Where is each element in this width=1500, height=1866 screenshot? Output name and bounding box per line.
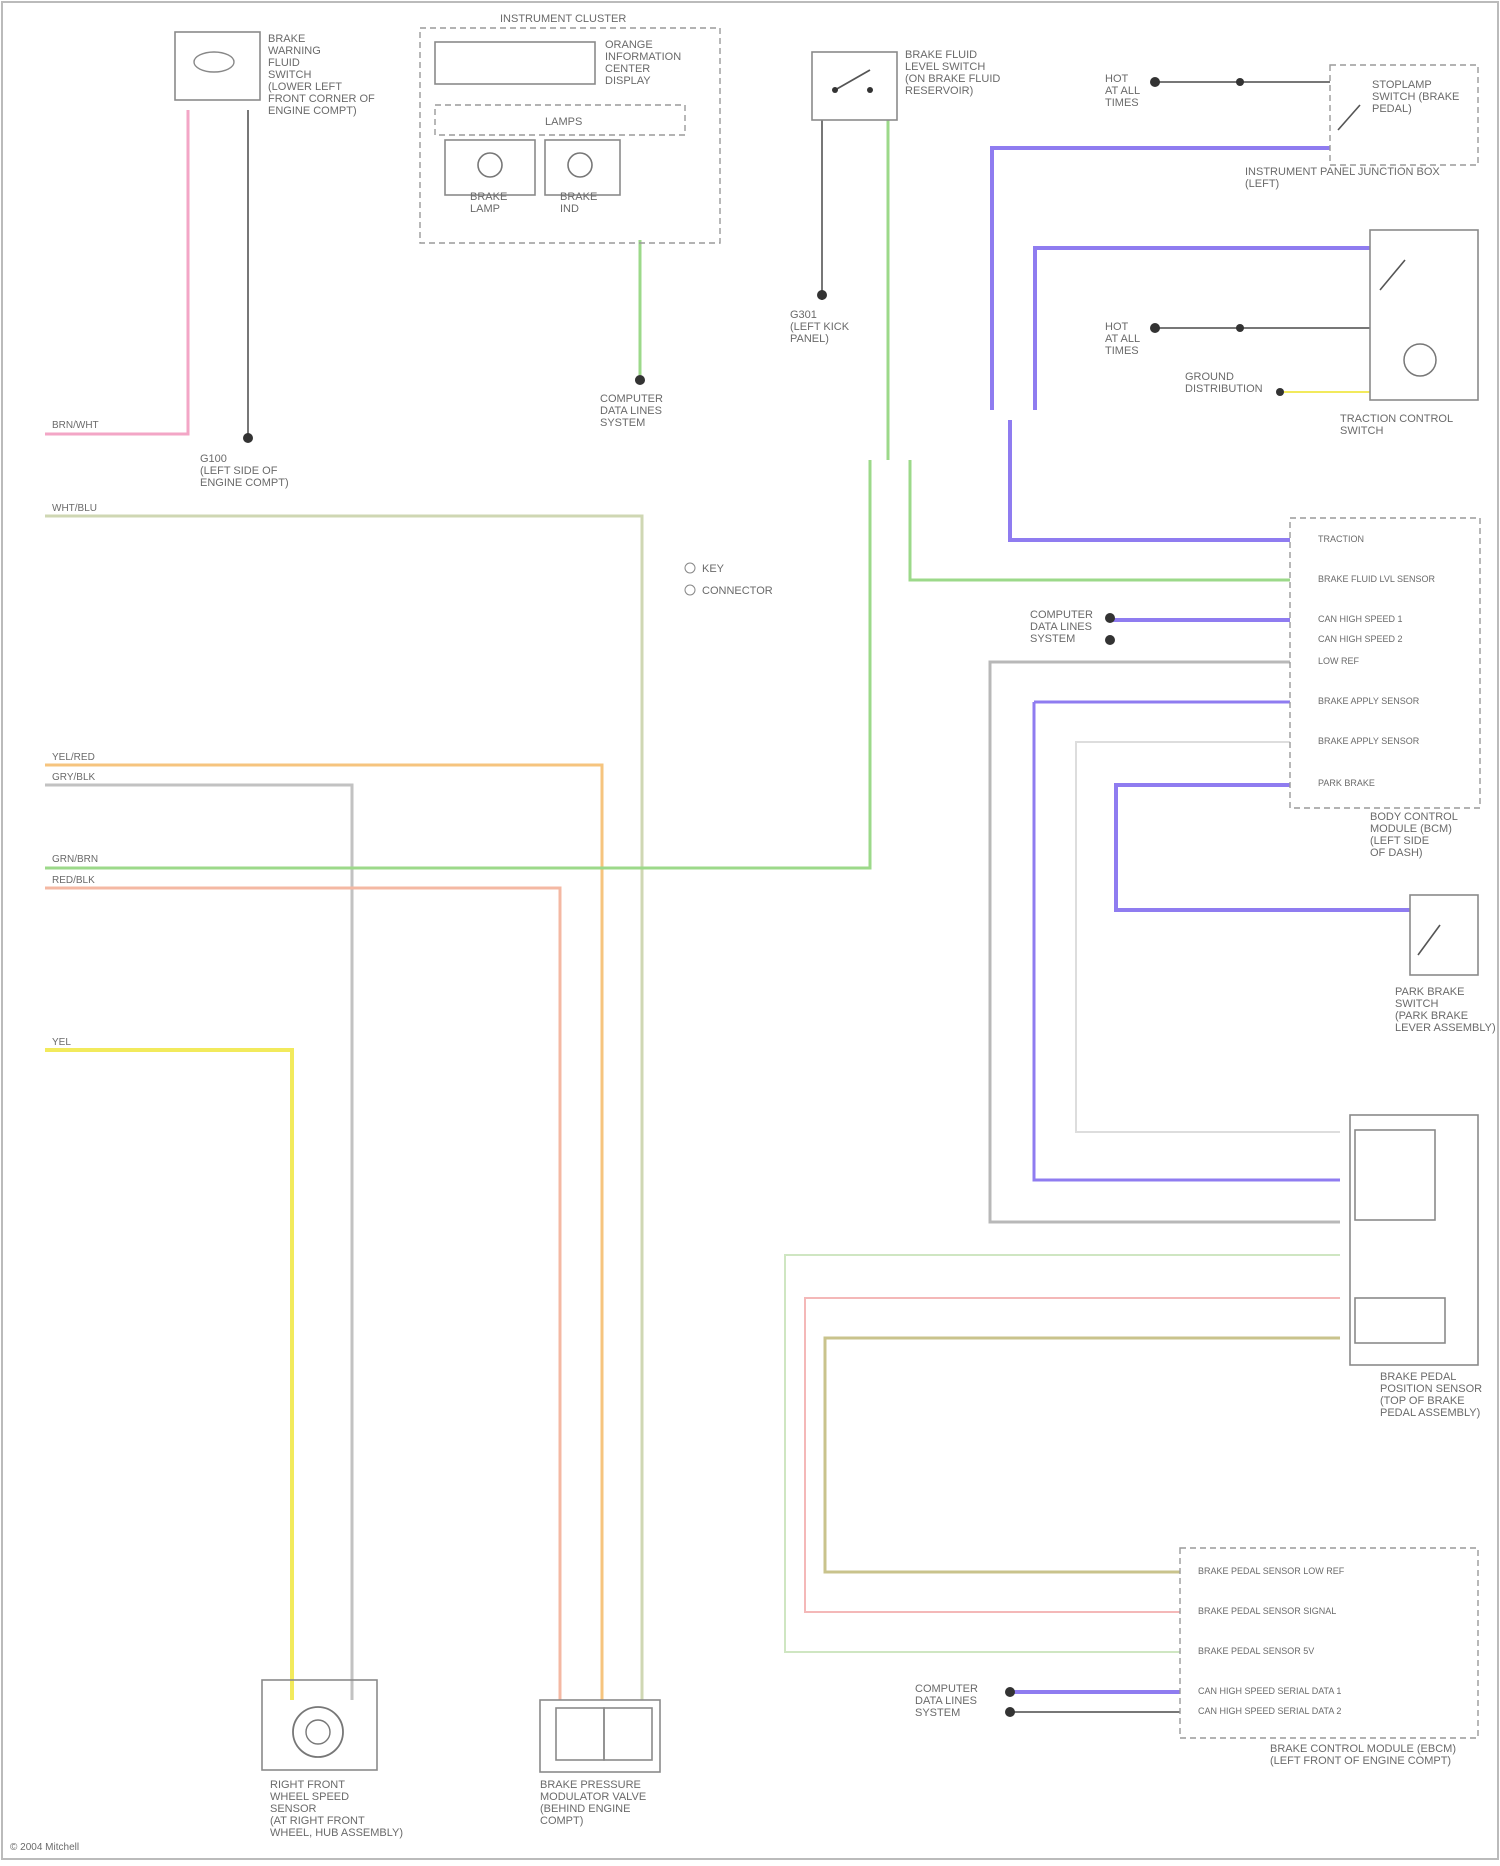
instrument-cluster-label: INSTRUMENT CLUSTER <box>500 13 626 25</box>
wire-yel <box>45 1050 292 1700</box>
ebcm-can-dot-2 <box>1005 1707 1015 1717</box>
ebcm-module: BRAKE PEDAL SENSOR LOW REF BRAKE PEDAL S… <box>1180 1548 1478 1767</box>
wire-purple-3 <box>1010 420 1290 540</box>
footer-label: © 2004 Mitchell <box>10 1842 79 1853</box>
bcm-pin-2: BRAKE FLUID LVL SENSOR <box>1318 574 1436 584</box>
legend-key: KEY <box>702 563 725 575</box>
bcm-pin-4: CAN HIGH SPEED 2 <box>1318 634 1403 644</box>
left-terminal-1: BRN/WHT <box>52 420 99 431</box>
abs-module-label: BRAKE CONTROL MODULE (EBCM)(LEFT FRONT O… <box>1270 1743 1456 1767</box>
body-control-module: TRACTION BRAKE FLUID LVL SENSOR CAN HIGH… <box>1290 518 1480 859</box>
ground-dot <box>1276 388 1284 396</box>
wire-grn-brn <box>45 460 870 868</box>
left-terminal-4: GRY/BLK <box>52 772 95 783</box>
brake-ind-bulb <box>568 153 592 177</box>
wire-brake-apply <box>1034 702 1340 1180</box>
wire-bpp-lowref <box>825 1338 1340 1572</box>
ebcm-pin-1: BRAKE PEDAL SENSOR LOW REF <box>1198 1566 1345 1576</box>
bcm-pin-6: BRAKE APPLY SENSOR <box>1318 696 1420 706</box>
can-dot-2 <box>1105 635 1115 645</box>
wire-wht-blu <box>45 516 642 1700</box>
lamps-label: LAMPS <box>545 116 582 128</box>
wire-yel-red <box>45 765 602 1700</box>
ebcm-can-dot-1 <box>1005 1687 1015 1697</box>
fuse-dot-2 <box>1236 78 1244 86</box>
fuse-dot-3 <box>1150 323 1160 333</box>
can-dot-1 <box>1105 613 1115 623</box>
ebcm-pin-5: CAN HIGH SPEED SERIAL DATA 2 <box>1198 1706 1341 1716</box>
wire-bpp-signal <box>805 1298 1340 1612</box>
left-terminal-2: WHT/BLU <box>52 503 97 514</box>
wire-bpp-5v <box>785 1255 1340 1652</box>
bcm-pin-1: TRACTION <box>1318 534 1364 544</box>
ebcm-pin-4: CAN HIGH SPEED SERIAL DATA 1 <box>1198 1686 1341 1696</box>
legend: KEY CONNECTOR <box>685 563 773 597</box>
wire-red-blk <box>45 888 560 1700</box>
bcm-pin-8: PARK BRAKE <box>1318 778 1375 788</box>
wire-low-ref <box>990 662 1340 1222</box>
bcm-pin-5: LOW REF <box>1318 656 1360 666</box>
fuse-dot-1 <box>1150 77 1160 87</box>
instrument-panel-fuse-label: INSTRUMENT PANEL JUNCTION BOX(LEFT) <box>1245 166 1440 190</box>
wire-gry-blk <box>45 785 352 1700</box>
wire-brake-fluid-bcm <box>910 460 1290 580</box>
bcm-pin-3: CAN HIGH SPEED 1 <box>1318 614 1403 624</box>
bcm-pin-7: BRAKE APPLY SENSOR <box>1318 736 1420 746</box>
ebcm-pin-3: BRAKE PEDAL SENSOR 5V <box>1198 1646 1314 1656</box>
left-terminal-6: RED/BLK <box>52 875 95 886</box>
wire-purple-1 <box>992 148 1330 410</box>
left-terminal-7: YEL <box>52 1037 71 1048</box>
fuse-dot-4 <box>1236 324 1244 332</box>
left-terminal-5: GRN/BRN <box>52 854 98 865</box>
legend-connector: CONNECTOR <box>702 585 773 597</box>
ebcm-pin-2: BRAKE PEDAL SENSOR SIGNAL <box>1198 1606 1336 1616</box>
brake-lamp-bulb <box>478 153 502 177</box>
wire-brn-wht <box>45 110 188 434</box>
left-terminal-3: YEL/RED <box>52 752 95 763</box>
left-terminals: BRN/WHT WHT/BLU YEL/RED GRY/BLK GRN/BRN … <box>52 420 99 1048</box>
wire-park-brake <box>1116 785 1410 910</box>
